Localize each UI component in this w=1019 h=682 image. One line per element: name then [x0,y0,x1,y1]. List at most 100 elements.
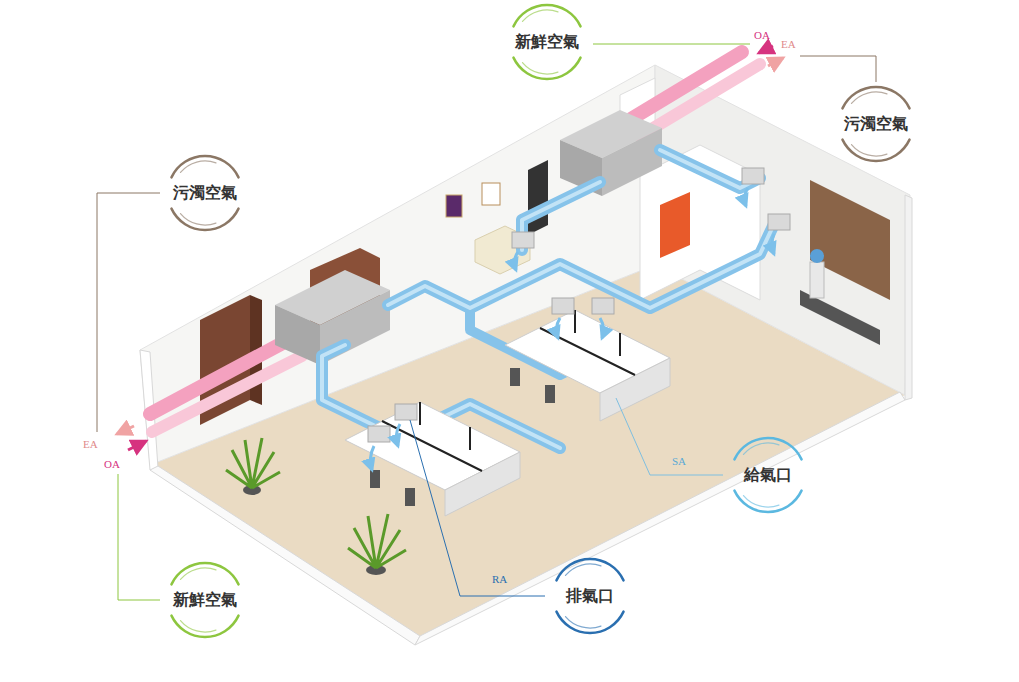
air-handling-unit [275,305,320,365]
ring-arc [734,491,801,512]
desks [600,358,670,421]
plant [348,514,406,568]
blue-duct [388,222,775,308]
desks [545,385,555,403]
room-shell [415,392,905,645]
badge-label: 新鮮空氣 [173,590,237,610]
ring-arc [180,568,215,579]
flow-tag: EA [781,38,796,50]
ring-arc [734,438,801,459]
ring-arc [851,92,886,103]
airflow-arrow [370,446,374,470]
furniture [482,183,500,205]
pink-duct [150,52,760,432]
flow-tag: OA [754,29,770,41]
furniture [446,195,462,217]
desks [370,470,380,488]
air-diffuser [552,298,574,314]
ring-badge: 污濁空氣 [162,153,248,233]
flow-arrow [768,58,783,66]
pink-duct [640,64,760,136]
ring-arc [743,443,778,454]
blue-duct [388,222,775,308]
room-shell [140,65,912,645]
furniture [810,249,824,263]
airflow-arrow [396,424,400,446]
ring-arc [171,209,238,230]
badge-label: 污濁空氣 [844,114,908,134]
desks [345,310,670,516]
ring-arc [851,145,886,156]
ring-arc [556,559,623,580]
flow-tag: OA [104,458,120,470]
ring-arc [180,161,215,172]
pink-duct [152,356,302,432]
ring-arc [180,214,215,225]
plant [226,438,280,488]
cabinets [200,180,890,425]
flow-arrow [117,46,783,450]
air-diffuser [368,426,390,442]
leader-line [800,56,876,82]
flow-tag: EA [83,438,98,450]
ring-arc [842,140,909,161]
flow-arrow [117,426,134,434]
flow-tag: SA [672,455,686,467]
desks [405,488,415,506]
desks [445,452,520,516]
airflow-arrow [514,252,518,270]
ring-badge: 污濁空氣 [833,84,919,164]
ring-arc [513,58,580,79]
ring-arc [513,5,580,26]
ring-arc [522,10,557,21]
ring-badge: 新鮮空氣 [162,560,248,640]
desks [510,368,520,386]
inner-room [660,192,690,258]
leader-line [97,44,876,600]
ring-arc [171,616,238,637]
airflow-arrow [744,188,748,206]
ring-arc [556,612,623,633]
cabinets [810,180,890,300]
ring-arc [743,496,778,507]
air-diffuser [768,214,790,230]
badge-label: 給氣口 [744,465,792,485]
airflow-arrow [370,188,774,470]
air-diffuser [592,298,614,314]
badge-label: 新鮮空氣 [515,32,579,52]
air-diffuser [742,168,764,184]
badge-label: 排氣口 [566,586,614,606]
blue-duct [322,150,775,448]
airflow-arrow [600,318,604,338]
desks [382,310,635,471]
badge-label: 污濁空氣 [173,183,237,203]
air-diffuser [512,232,534,248]
ring-arc [842,87,909,108]
ring-arc [565,617,600,628]
ring-badge: 排氣口 [547,556,633,636]
air-diffuser [395,404,417,420]
air-diffuser [368,168,790,442]
furniture [810,262,824,298]
ring-arc [171,563,238,584]
ring-badge: 給氣口 [725,435,811,515]
leader-line [97,193,160,432]
inner-room [528,160,548,235]
ring-badge: 新鮮空氣 [504,2,590,82]
airflow-arrow [772,234,774,254]
room-shell [150,466,420,645]
ring-arc [180,621,215,632]
ring-arc [171,156,238,177]
flow-arrow [759,46,773,53]
leader-line [410,420,545,596]
ring-arc [565,564,600,575]
flow-arrow [128,441,146,450]
leader-line [118,474,160,600]
airflow-arrow [556,318,560,338]
leader-line [616,398,723,475]
room-shell [905,195,912,400]
ring-arc [522,63,557,74]
